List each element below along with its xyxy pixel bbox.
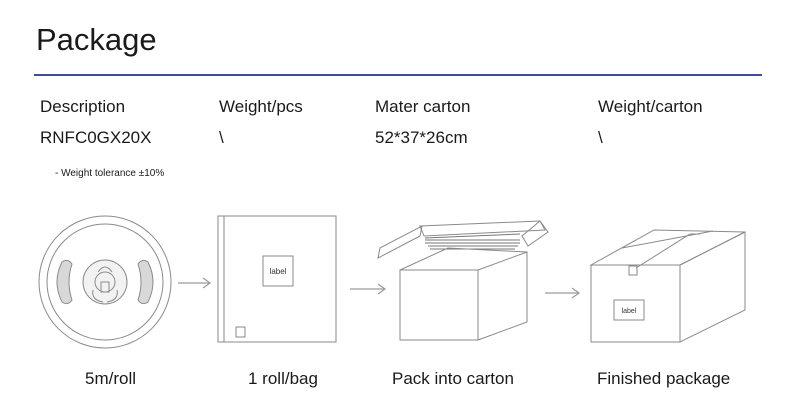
bag-label: label (270, 267, 287, 276)
title-divider (34, 74, 762, 76)
value-description: RNFC0GX20X (40, 128, 152, 147)
header-weight-carton: Weight/carton (598, 97, 703, 116)
caption-finished: Finished package (597, 369, 731, 388)
caption-carton: Pack into carton (392, 369, 514, 388)
arrow-right-icon (178, 277, 212, 289)
value-weight-carton: \ (598, 128, 603, 147)
page-title: Package (36, 22, 157, 57)
header-description: Description (40, 97, 126, 116)
arrow-right-icon (350, 283, 387, 295)
caption-bag: 1 roll/bag (248, 369, 318, 388)
value-weight-pcs: \ (219, 128, 224, 147)
arrow-right-icon (545, 287, 581, 299)
caption-roll: 5m/roll (85, 369, 137, 388)
header-master-carton: Mater carton (375, 97, 471, 116)
carton-label: label (622, 308, 637, 315)
header-weight-pcs: Weight/pcs (219, 97, 303, 116)
weight-tolerance-note: - Weight tolerance ±10% (55, 168, 165, 179)
sealed-carton-icon (589, 229, 746, 343)
open-carton-icon (377, 220, 549, 341)
bag-icon (217, 215, 337, 343)
value-master-carton: 52*37*26cm (375, 128, 468, 147)
led-reel-icon (38, 215, 172, 349)
